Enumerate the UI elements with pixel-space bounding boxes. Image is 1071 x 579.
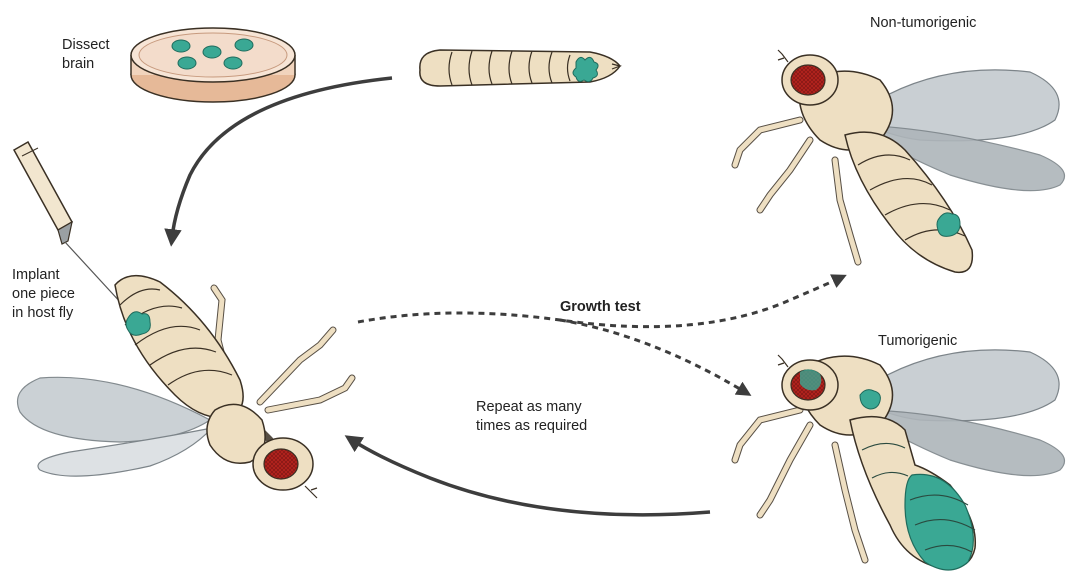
petri-dish-icon <box>131 28 295 102</box>
growth-test-arrow-tumorigenic <box>560 320 745 392</box>
growth-test-label: Growth test <box>560 298 641 317</box>
repeat-arrow <box>352 440 710 515</box>
tumorigenic-label: Tumorigenic <box>878 332 957 351</box>
larva-icon <box>420 50 620 86</box>
non-tumorigenic-label: Non-tumorigenic <box>870 14 976 33</box>
dissect-label: Dissect brain <box>62 36 110 74</box>
implant-label: Implant one piece in host fly <box>12 266 75 323</box>
non-tumorigenic-fly-icon <box>735 50 1065 272</box>
repeat-label: Repeat as many times as required <box>476 398 587 436</box>
tumorigenic-fly-icon <box>735 350 1065 570</box>
